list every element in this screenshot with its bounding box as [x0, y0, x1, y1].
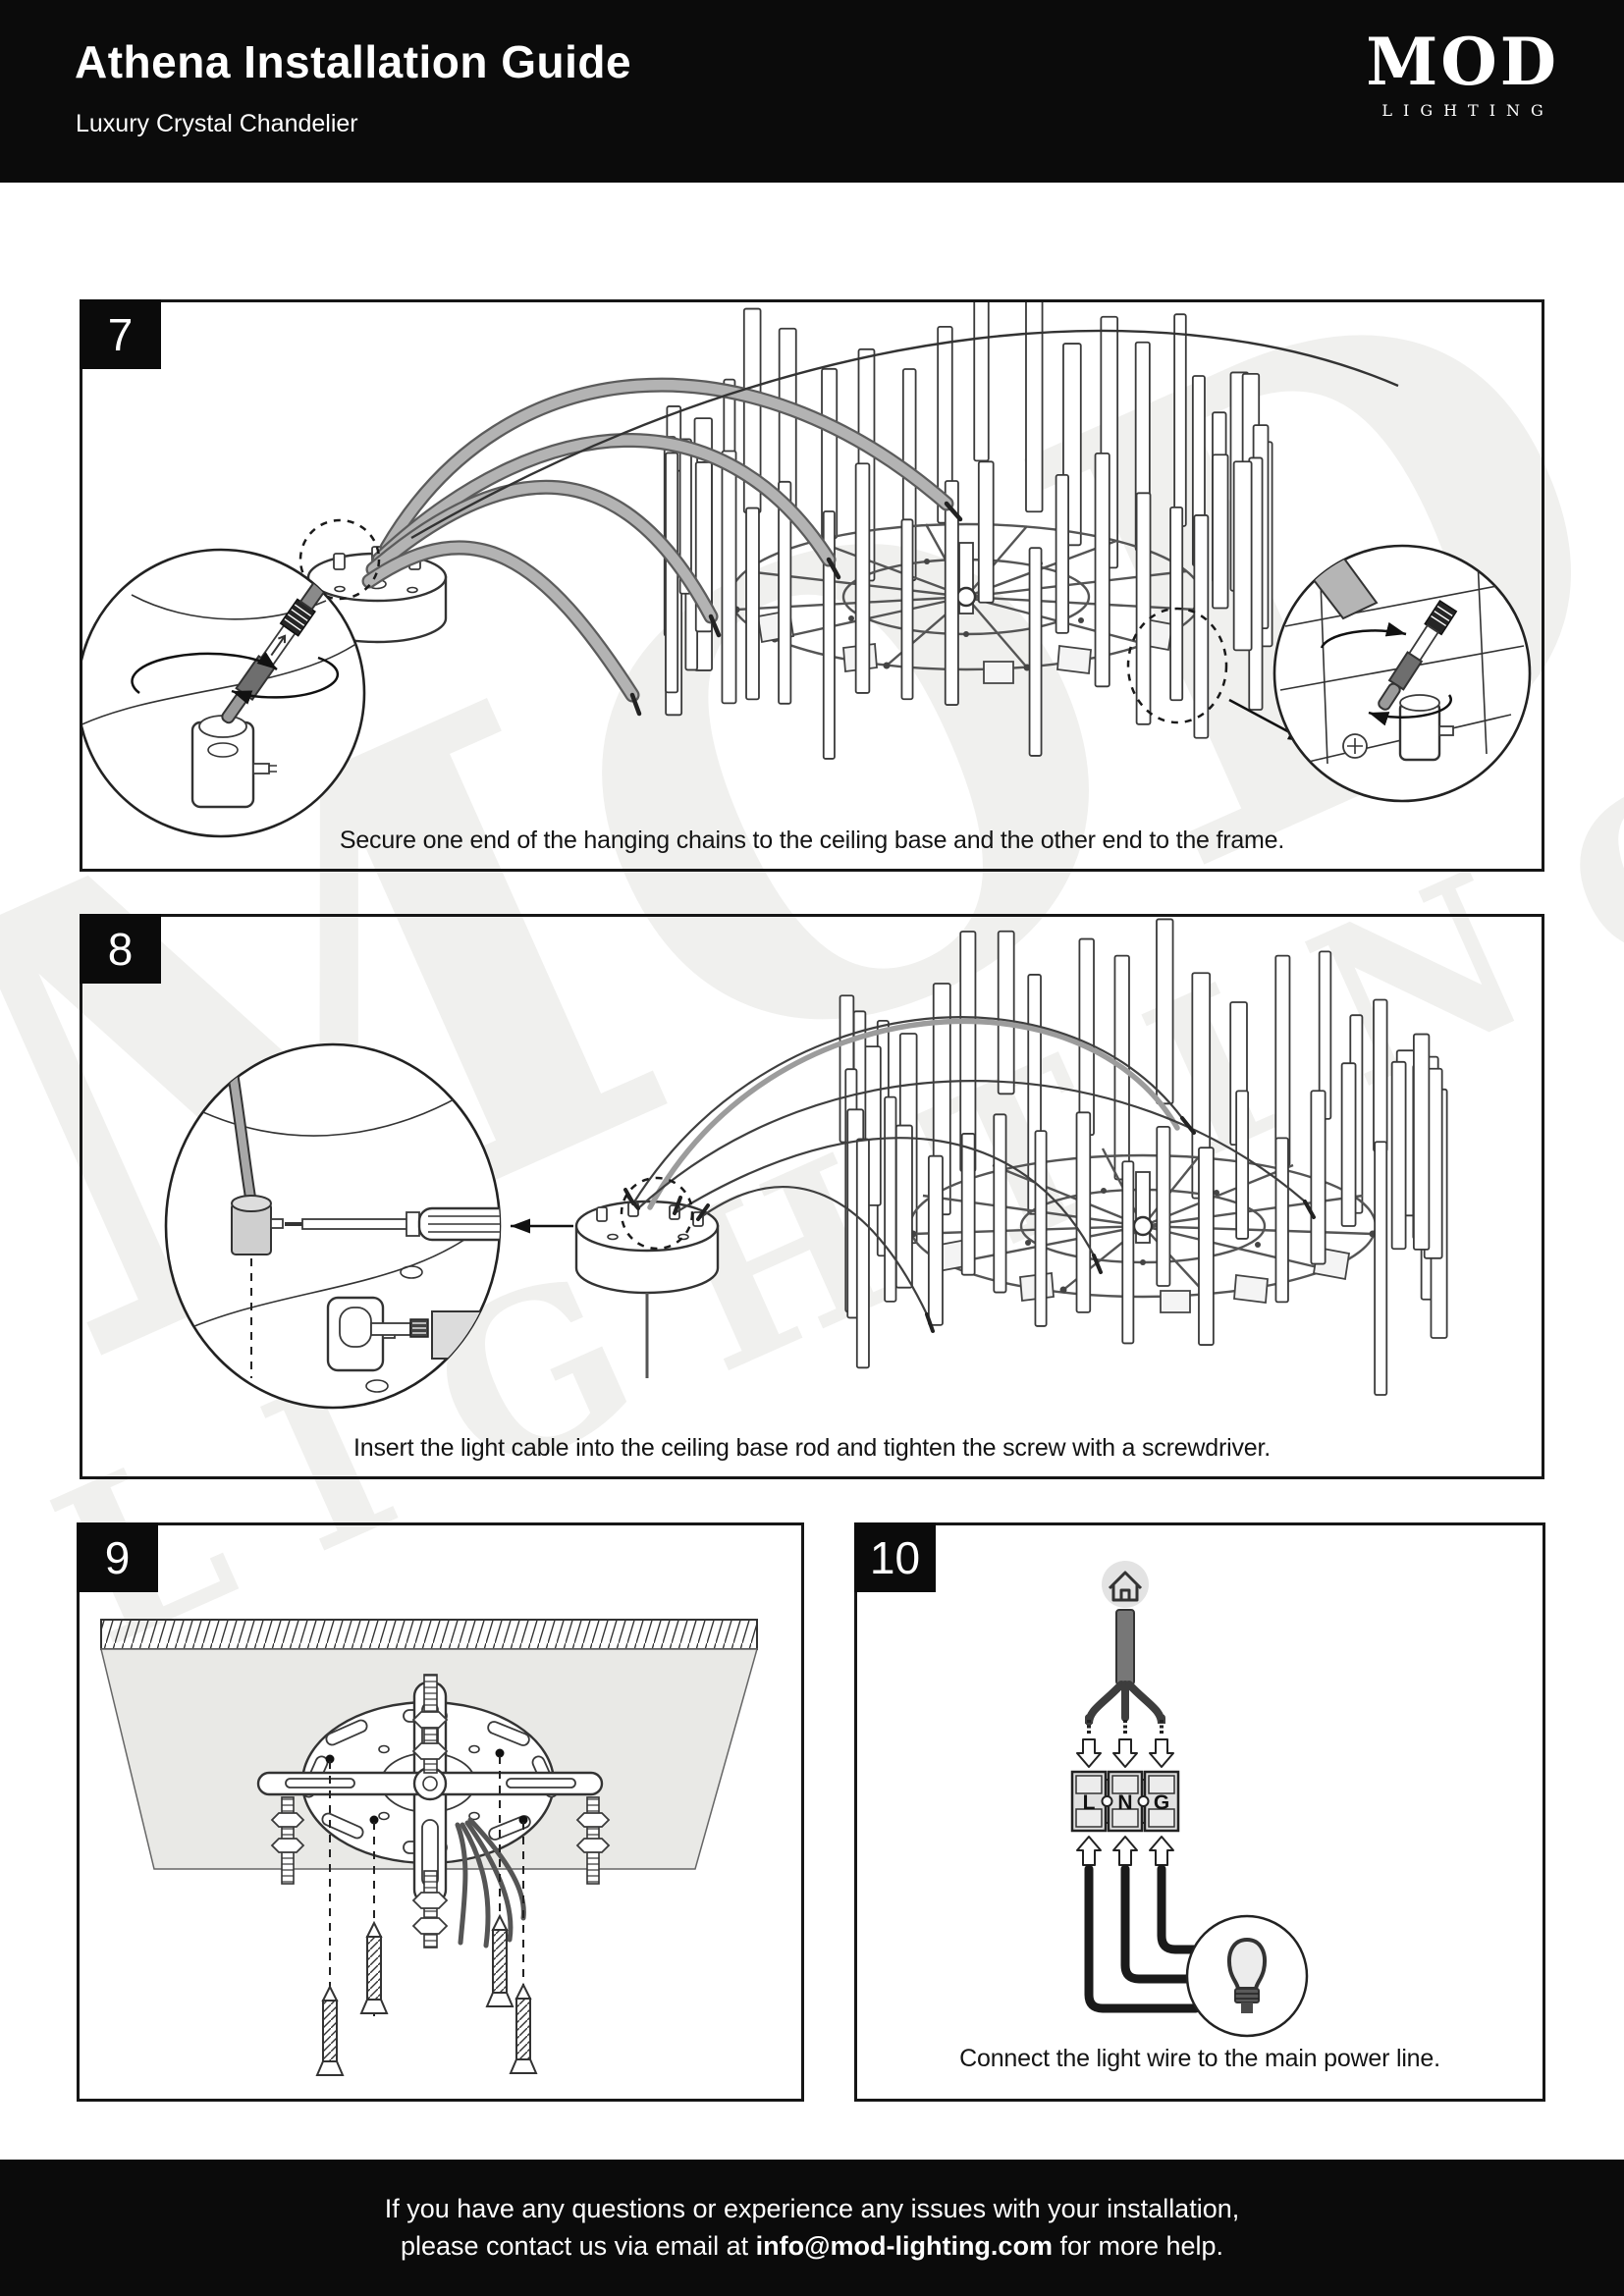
marked-holes — [325, 1748, 528, 1825]
step-panel-8: 8 — [80, 914, 1544, 1479]
screwdriver — [285, 1206, 500, 1242]
stripped-wire-ends — [1087, 1720, 1164, 1734]
up-arrow-icon — [1149, 1836, 1174, 1866]
down-arrow-icon — [1076, 1738, 1102, 1768]
chain-connectors — [629, 501, 963, 717]
step9-illustration — [100, 1619, 758, 2076]
screw — [315, 1984, 345, 2076]
footer-contact: If you have any questions or experience … — [0, 2160, 1624, 2296]
down-arrow-icon — [1149, 1738, 1174, 1768]
detail-inset — [164, 1042, 502, 1410]
step-caption: Insert the light cable into the ceiling … — [353, 1434, 1271, 1462]
dashed-highlight-circle-left — [298, 518, 381, 601]
electrical-wires — [455, 1817, 526, 1949]
brand-logo-name: MOD — [1366, 24, 1559, 100]
rotation-arrow — [1368, 694, 1452, 726]
step7-illustration — [82, 302, 1532, 838]
terminal-block: L N G — [1070, 1770, 1180, 1833]
ceiling-base — [574, 1200, 720, 1378]
chandelier-frame — [839, 918, 1448, 1396]
home-icon — [1102, 1561, 1149, 1608]
terminal-label-N: N — [1117, 1791, 1132, 1814]
chain-connectors — [623, 1116, 1316, 1333]
dashed-highlight-circle-right — [1126, 607, 1228, 724]
step-panel-10: 10 — [854, 1522, 1545, 2102]
step8-illustration — [164, 918, 1448, 1410]
detail-inset-right — [1272, 544, 1532, 803]
rotation-arrow — [1320, 621, 1407, 649]
step-number-badge: 7 — [80, 299, 161, 369]
ceiling-hatch-band — [100, 1619, 758, 1650]
cable-split-wires — [1085, 1681, 1165, 1726]
crystal-bars-front — [844, 1033, 1443, 1396]
header-bar: Athena Installation Guide Luxury Crystal… — [0, 0, 1624, 183]
step-number-badge: 10 — [854, 1522, 936, 1592]
rod-set-screw — [270, 1218, 284, 1229]
terminal-N: N — [1107, 1770, 1144, 1833]
crystal-bars-front — [665, 424, 1270, 760]
page-title: Athena Installation Guide — [75, 36, 632, 87]
light-wires — [1084, 1864, 1212, 2013]
up-arrow-icon — [1112, 1836, 1138, 1866]
footer-line2: please contact us via email at info@mod-… — [400, 2231, 1224, 2261]
light-bulb-icon — [1227, 1938, 1267, 2013]
step-number-badge: 9 — [77, 1522, 158, 1592]
plate-holes — [378, 1744, 480, 1821]
up-arrow-icon — [1076, 1836, 1102, 1866]
power-cable — [1115, 1609, 1135, 1685]
terminal-label-L: L — [1083, 1791, 1096, 1814]
chandelier-frame — [663, 302, 1273, 760]
mounting-screws — [315, 1913, 538, 2076]
down-arrow-icon — [1112, 1738, 1138, 1768]
step-caption: Connect the light wire to the main power… — [959, 2045, 1440, 2072]
step-number-badge: 8 — [80, 914, 161, 984]
screw — [509, 1982, 538, 2074]
terminal-L: L — [1070, 1770, 1108, 1833]
up-arrows — [1076, 1836, 1174, 1866]
side-bolts — [270, 1796, 611, 1885]
brand-logo-tagline: LIGHTING — [1381, 101, 1554, 120]
hanging-chains — [361, 329, 1399, 717]
screw — [359, 1920, 389, 2014]
bulb-circle — [1185, 1914, 1309, 2038]
footer-line1: If you have any questions or experience … — [384, 2194, 1240, 2223]
set-screw — [1438, 725, 1454, 736]
terminal-G: G — [1143, 1770, 1180, 1833]
terminal-label-G: G — [1154, 1791, 1169, 1814]
step-panel-7: 7 — [80, 299, 1544, 872]
screw — [485, 1913, 514, 2007]
light-cable — [647, 1018, 1180, 1210]
chain-connector-detail — [1378, 599, 1458, 711]
set-screw — [252, 763, 270, 774]
down-arrows — [1076, 1738, 1174, 1768]
page-subtitle: Luxury Crystal Chandelier — [76, 110, 358, 137]
step-panel-9: 9 — [77, 1522, 804, 2102]
step10-illustration: L N G — [1070, 1561, 1309, 2038]
center-bolt — [411, 1674, 449, 1949]
rotation-arrow — [131, 651, 278, 694]
dashed-highlight-circle — [620, 1176, 694, 1251]
loose-cable — [410, 329, 1399, 540]
rotation-arrow — [231, 656, 340, 705]
brand-logo: MOD LIGHTING — [1366, 29, 1559, 120]
contact-email: info@mod-lighting.com — [755, 2231, 1053, 2261]
step-caption: Secure one end of the hanging chains to … — [339, 827, 1285, 854]
hanging-chains — [623, 1016, 1316, 1333]
